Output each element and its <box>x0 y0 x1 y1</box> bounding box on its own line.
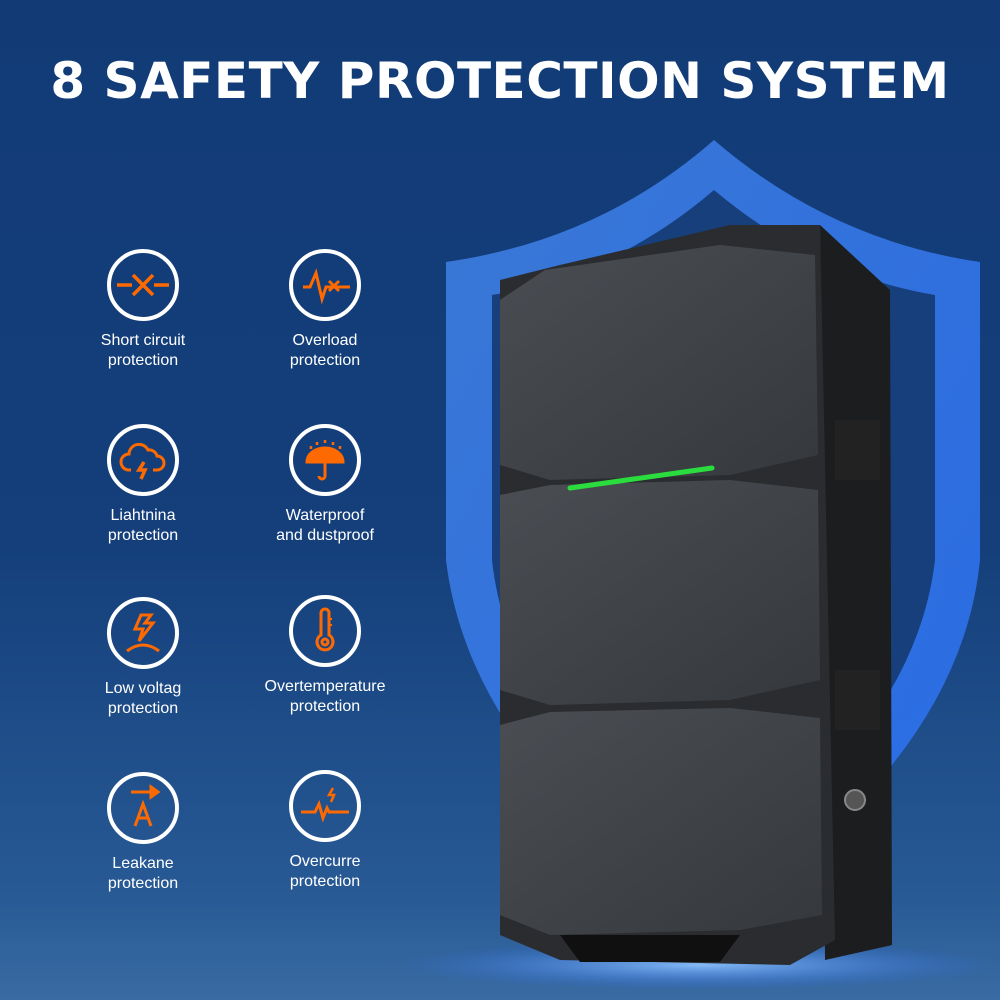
page-title: 8 SAFETY PROTECTION SYSTEM <box>50 52 950 110</box>
feature-label: Waterproof <box>285 507 365 524</box>
overload-icon <box>289 249 361 321</box>
feature-overload: Overload protection <box>240 249 410 371</box>
feature-label: Liahtnina <box>110 507 176 524</box>
feature-overcurrent: Overcurre protection <box>240 770 410 892</box>
feature-label: and dustproof <box>276 527 374 544</box>
lightning-cloud-icon <box>107 424 179 496</box>
short-circuit-icon <box>107 249 179 321</box>
feature-label: Leakane <box>112 855 174 872</box>
feature-label: protection <box>107 700 179 717</box>
feature-label: protection <box>107 352 179 369</box>
feature-overtemperature: Overtemperature protection <box>240 595 410 717</box>
charger-device <box>500 225 892 965</box>
feature-short-circuit: Short circuit protection <box>58 249 228 371</box>
feature-label: protection <box>289 873 361 890</box>
feature-label: protection <box>107 527 179 544</box>
feature-lightning: Liahtnina protection <box>58 424 228 546</box>
overcurrent-wave-icon <box>289 770 361 842</box>
feature-label: protection <box>289 698 361 715</box>
feature-label: Overtemperature <box>264 678 386 695</box>
thermometer-icon <box>289 595 361 667</box>
feature-low-voltage: Low voltag protection <box>58 597 228 719</box>
feature-label: Short circuit <box>100 332 186 349</box>
feature-label: Low voltag <box>104 680 182 697</box>
feature-label: Overload <box>292 332 358 349</box>
umbrella-rain-icon <box>289 424 361 496</box>
feature-label: protection <box>289 352 361 369</box>
feature-label: protection <box>107 875 179 892</box>
feature-waterproof: Waterproof and dustproof <box>240 424 410 546</box>
feature-label: Overcurre <box>289 853 361 870</box>
low-voltage-icon <box>107 597 179 669</box>
ammeter-arrow-icon <box>107 772 179 844</box>
feature-leakage: Leakane protection <box>58 772 228 894</box>
